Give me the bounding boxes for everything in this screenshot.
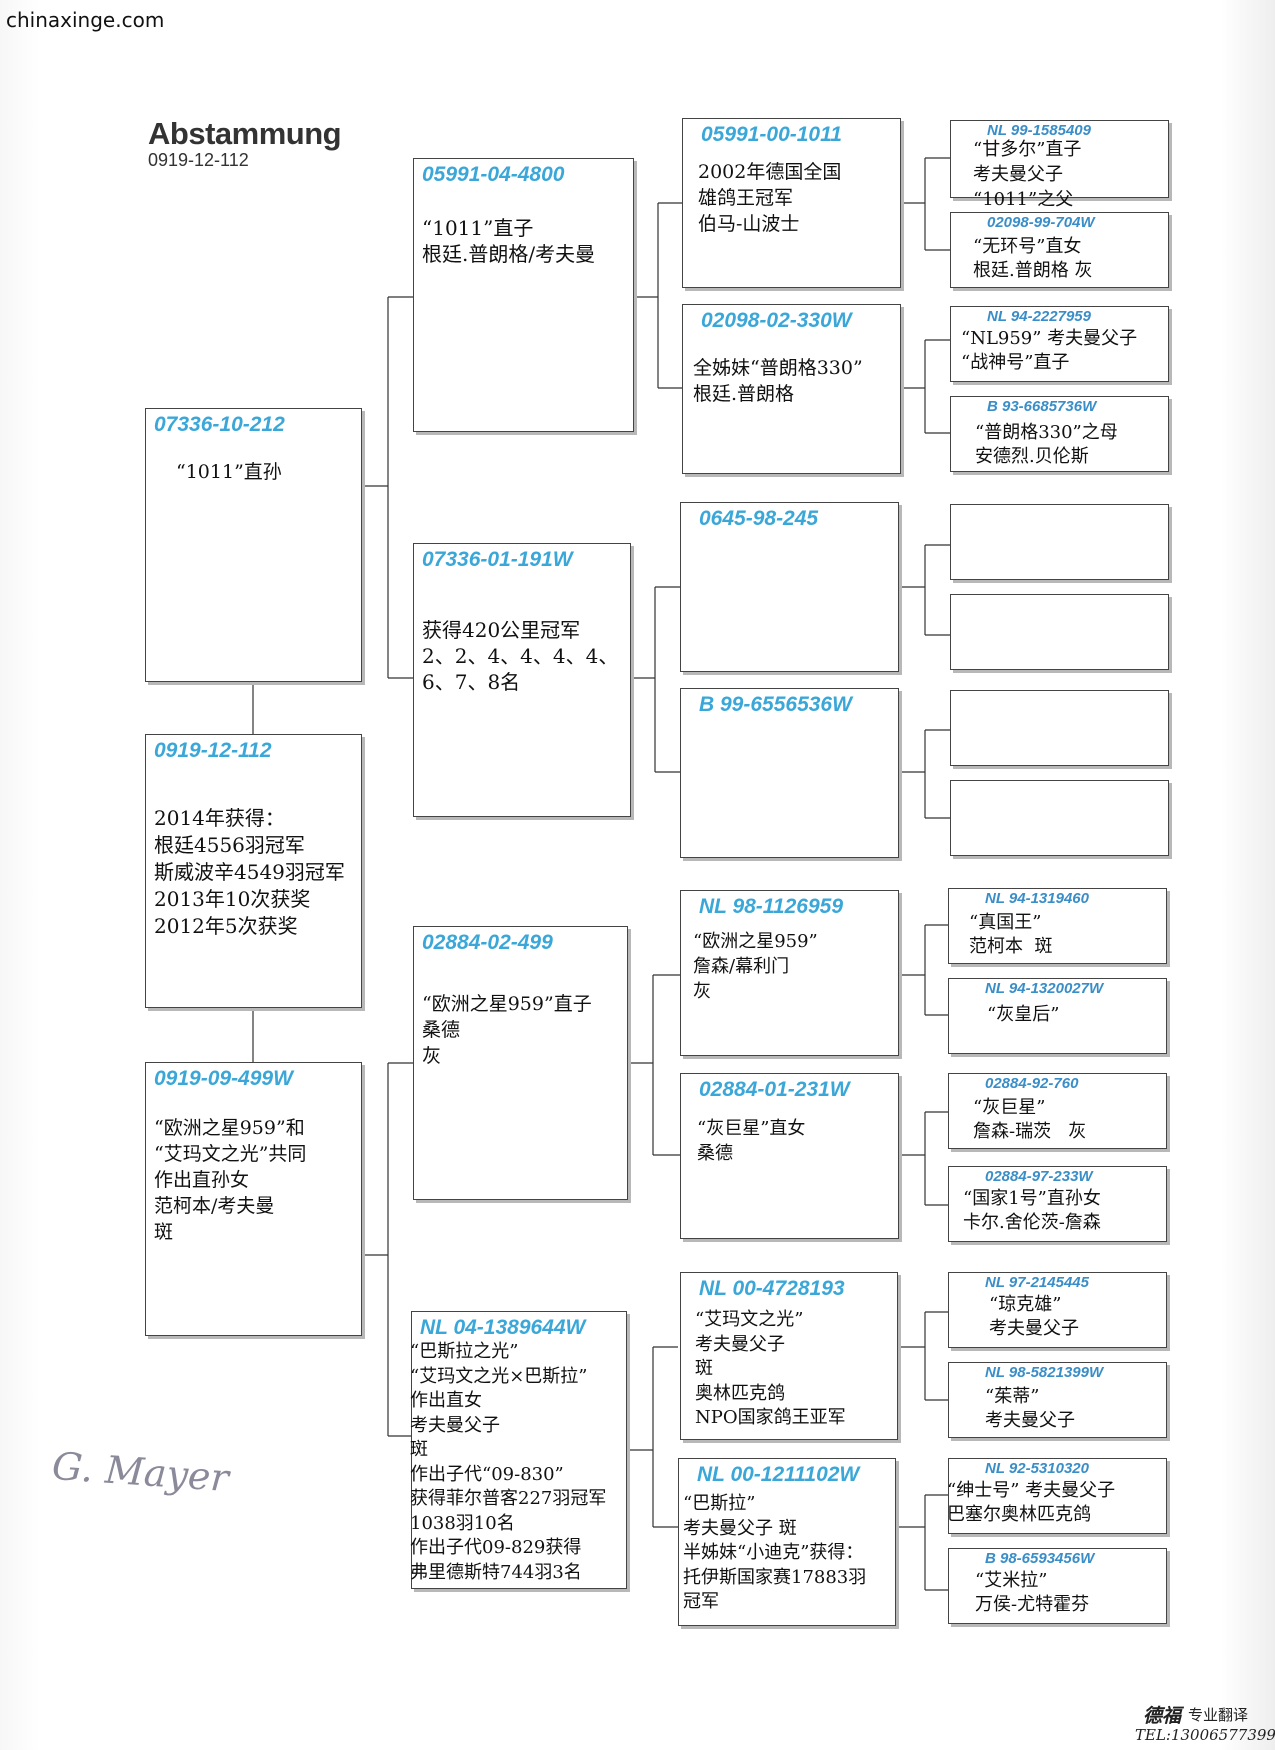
- g4-box-12: 02884-97-233W “国家1号”直孙女 卡尔.舍伦茨-詹森: [948, 1166, 1167, 1242]
- g4-box-6: [950, 594, 1169, 670]
- g4-10-description: “灰皇后”: [987, 1004, 1060, 1025]
- site-watermark: chinaxinge.com: [6, 8, 165, 32]
- g4-box-3: NL 94-2227959 “NL959” 考夫曼父子 “战神号”直子: [950, 306, 1169, 382]
- ddd-ring-id: NL 00-1211102W: [697, 1463, 860, 1486]
- sire-ring-id: 07336-10-212: [154, 413, 285, 436]
- document-ring-number: 0919-12-112: [148, 150, 249, 170]
- g4-9-description: “真国王” 范柯本 斑: [969, 912, 1053, 957]
- ssd-description: 全姊妹“普朗格330” 根廷.普朗格: [693, 357, 863, 405]
- g4-4-description: “普朗格330”之母 安德烈.贝伦斯: [975, 422, 1118, 467]
- dss-ring-id: NL 98-1126959: [699, 895, 843, 918]
- g4-box-5: [950, 504, 1169, 580]
- dsd-ring-id: 02884-01-231W: [699, 1078, 850, 1101]
- g4-1-description: “甘多尔”直子 考夫曼父子 “1011”之父: [973, 139, 1082, 210]
- dam-sire-description: “欧洲之星959”直子 桑德 灰: [422, 993, 592, 1067]
- g4-box-1: NL 99-1585409 “甘多尔”直子 考夫曼父子 “1011”之父: [950, 120, 1169, 210]
- footer-brand: 德福: [1143, 1705, 1182, 1727]
- sds-box: 0645-98-245: [680, 502, 899, 672]
- dsd-description: “灰巨星”直女 桑德: [697, 1118, 806, 1164]
- g4-9-ring-id: NL 94-1319460: [985, 890, 1089, 907]
- g4-13-description: “琼克雄” 考夫曼父子: [989, 1294, 1079, 1339]
- g4-13-ring-id: NL 97-2145445: [985, 1274, 1089, 1291]
- sdd-ring-id: B 99-6556536W: [699, 693, 852, 716]
- g4-11-description: “灰巨星” 詹森-瑞茨 灰: [973, 1097, 1087, 1142]
- g4-10-ring-id: NL 94-1320027W: [985, 980, 1104, 997]
- dam-dam-box: NL 04-1389644W “巴斯拉之光” “艾玛文之光×巴斯拉” 作出直女 …: [410, 1311, 627, 1589]
- sire-dam-box: 07336-01-191W 获得420公里冠军 2、2、4、4、4、4、 6、7…: [413, 543, 631, 817]
- g4-15-description: “绅士号” 考夫曼父子 巴塞尔奥林匹克鸽: [947, 1480, 1116, 1525]
- dds-description: “艾玛文之光” 考夫曼父子 斑 奥林匹克鸽 NPO国家鸽王亚军: [695, 1309, 846, 1428]
- dam-sire-ring-id: 02884-02-499: [422, 931, 553, 954]
- dam-dam-ring-id: NL 04-1389644W: [420, 1316, 586, 1339]
- subject-description: 2014年获得： 根廷4556羽冠军 斯威波辛4549羽冠军 2013年10次获…: [154, 806, 345, 938]
- g4-3-description: “NL959” 考夫曼父子 “战神号”直子: [961, 328, 1138, 373]
- ddd-description: “巴斯拉” 考夫曼父子 斑 半姊妹“小迪克”获得： 托伊斯国家赛17883羽 冠…: [683, 1493, 867, 1612]
- sdd-box: B 99-6556536W: [680, 688, 899, 858]
- dam-box: 0919-09-499W “欧洲之星959”和 “艾玛文之光”共同 作出直孙女 …: [145, 1062, 362, 1336]
- dam-sire-box: 02884-02-499 “欧洲之星959”直子 桑德 灰: [413, 926, 628, 1200]
- footer-brand-sub: 专业翻译: [1188, 1706, 1249, 1724]
- g4-box-11: 02884-92-760 “灰巨星” 詹森-瑞茨 灰: [948, 1073, 1167, 1149]
- g4-2-ring-id: 02098-99-704W: [987, 214, 1095, 231]
- g4-box-7: [950, 690, 1169, 766]
- footer-telephone: TEL:13006577399: [1135, 1726, 1275, 1744]
- g4-15-ring-id: NL 92-5310320: [985, 1460, 1089, 1477]
- g4-box-8: [950, 780, 1169, 856]
- g4-box-16: B 98-6593456W “艾米拉” 万侯-尤特霍芬: [948, 1548, 1167, 1624]
- g4-16-ring-id: B 98-6593456W: [985, 1550, 1095, 1567]
- g4-box-2: 02098-99-704W “无环号”直女 根廷.普朗格 灰: [950, 212, 1169, 288]
- g4-box-14: NL 98-5821399W “茱蒂” 考夫曼父子: [948, 1362, 1167, 1438]
- sss-description: 2002年德国全国 雄鸽王冠军 伯马-山波士: [698, 161, 842, 235]
- dam-ring-id: 0919-09-499W: [154, 1067, 293, 1090]
- g4-box-15: NL 92-5310320 “绅士号” 考夫曼父子 巴塞尔奥林匹克鸽: [947, 1458, 1167, 1534]
- g4-box-4: B 93-6685736W “普朗格330”之母 安德烈.贝伦斯: [950, 396, 1169, 472]
- ddd-box: NL 00-1211102W “巴斯拉” 考夫曼父子 斑 半姊妹“小迪克”获得：…: [678, 1458, 896, 1626]
- subject-box: 0919-12-112 2014年获得： 根廷4556羽冠军 斯威波辛4549羽…: [145, 734, 362, 1008]
- document-title: Abstammung: [148, 116, 342, 151]
- sire-dam-description: 获得420公里冠军 2、2、4、4、4、4、 6、7、8名: [422, 618, 619, 694]
- sss-box: 05991-00-1011 2002年德国全国 雄鸽王冠军 伯马-山波士: [682, 118, 901, 288]
- g4-box-9: NL 94-1319460 “真国王” 范柯本 斑: [948, 888, 1167, 964]
- g4-box-10: NL 94-1320027W “灰皇后”: [948, 978, 1167, 1054]
- g4-4-ring-id: B 93-6685736W: [987, 398, 1097, 415]
- sire-description: “1011”直孙: [176, 461, 282, 483]
- g4-16-description: “艾米拉” 万侯-尤特霍芬: [975, 1570, 1090, 1615]
- g4-1-ring-id: NL 99-1585409: [987, 122, 1091, 139]
- dam-dam-description: “巴斯拉之光” “艾玛文之光×巴斯拉” 作出直女 考夫曼父子 斑 作出子代“09…: [410, 1341, 607, 1583]
- g4-2-description: “无环号”直女 根廷.普朗格 灰: [973, 236, 1093, 281]
- dss-box: NL 98-1126959 “欧洲之星959” 詹森/幕利门 灰: [680, 890, 899, 1056]
- g4-14-ring-id: NL 98-5821399W: [985, 1364, 1104, 1381]
- sire-box: 07336-10-212 “1011”直孙: [145, 408, 362, 682]
- dss-description: “欧洲之星959” 詹森/幕利门 灰: [693, 931, 818, 1002]
- sire-dam-ring-id: 07336-01-191W: [422, 548, 573, 571]
- sire-sire-box: 05991-04-4800 “1011”直子 根廷.普朗格/考夫曼: [413, 158, 634, 432]
- ssd-box: 02098-02-330W 全姊妹“普朗格330” 根廷.普朗格: [682, 304, 901, 474]
- g4-box-13: NL 97-2145445 “琼克雄” 考夫曼父子: [948, 1272, 1167, 1348]
- dsd-box: 02884-01-231W “灰巨星”直女 桑德: [680, 1073, 899, 1239]
- subject-ring-id: 0919-12-112: [154, 739, 272, 762]
- sss-ring-id: 05991-00-1011: [701, 123, 842, 146]
- dam-description: “欧洲之星959”和 “艾玛文之光”共同 作出直孙女 范柯本/考夫曼 斑: [154, 1117, 307, 1243]
- g4-12-description: “国家1号”直孙女 卡尔.舍伦茨-詹森: [963, 1188, 1101, 1233]
- dds-ring-id: NL 00-4728193: [699, 1277, 845, 1300]
- g4-11-ring-id: 02884-92-760: [985, 1075, 1079, 1092]
- sire-sire-description: “1011”直子 根廷.普朗格/考夫曼: [422, 216, 596, 266]
- dds-box: NL 00-4728193 “艾玛文之光” 考夫曼父子 斑 奥林匹克鸽 NPO国…: [680, 1272, 898, 1440]
- g4-12-ring-id: 02884-97-233W: [985, 1168, 1093, 1185]
- sds-ring-id: 0645-98-245: [699, 507, 819, 530]
- g4-3-ring-id: NL 94-2227959: [987, 308, 1091, 325]
- g4-14-description: “茱蒂” 考夫曼父子: [985, 1386, 1075, 1431]
- sire-sire-ring-id: 05991-04-4800: [422, 163, 565, 186]
- ssd-ring-id: 02098-02-330W: [701, 309, 852, 332]
